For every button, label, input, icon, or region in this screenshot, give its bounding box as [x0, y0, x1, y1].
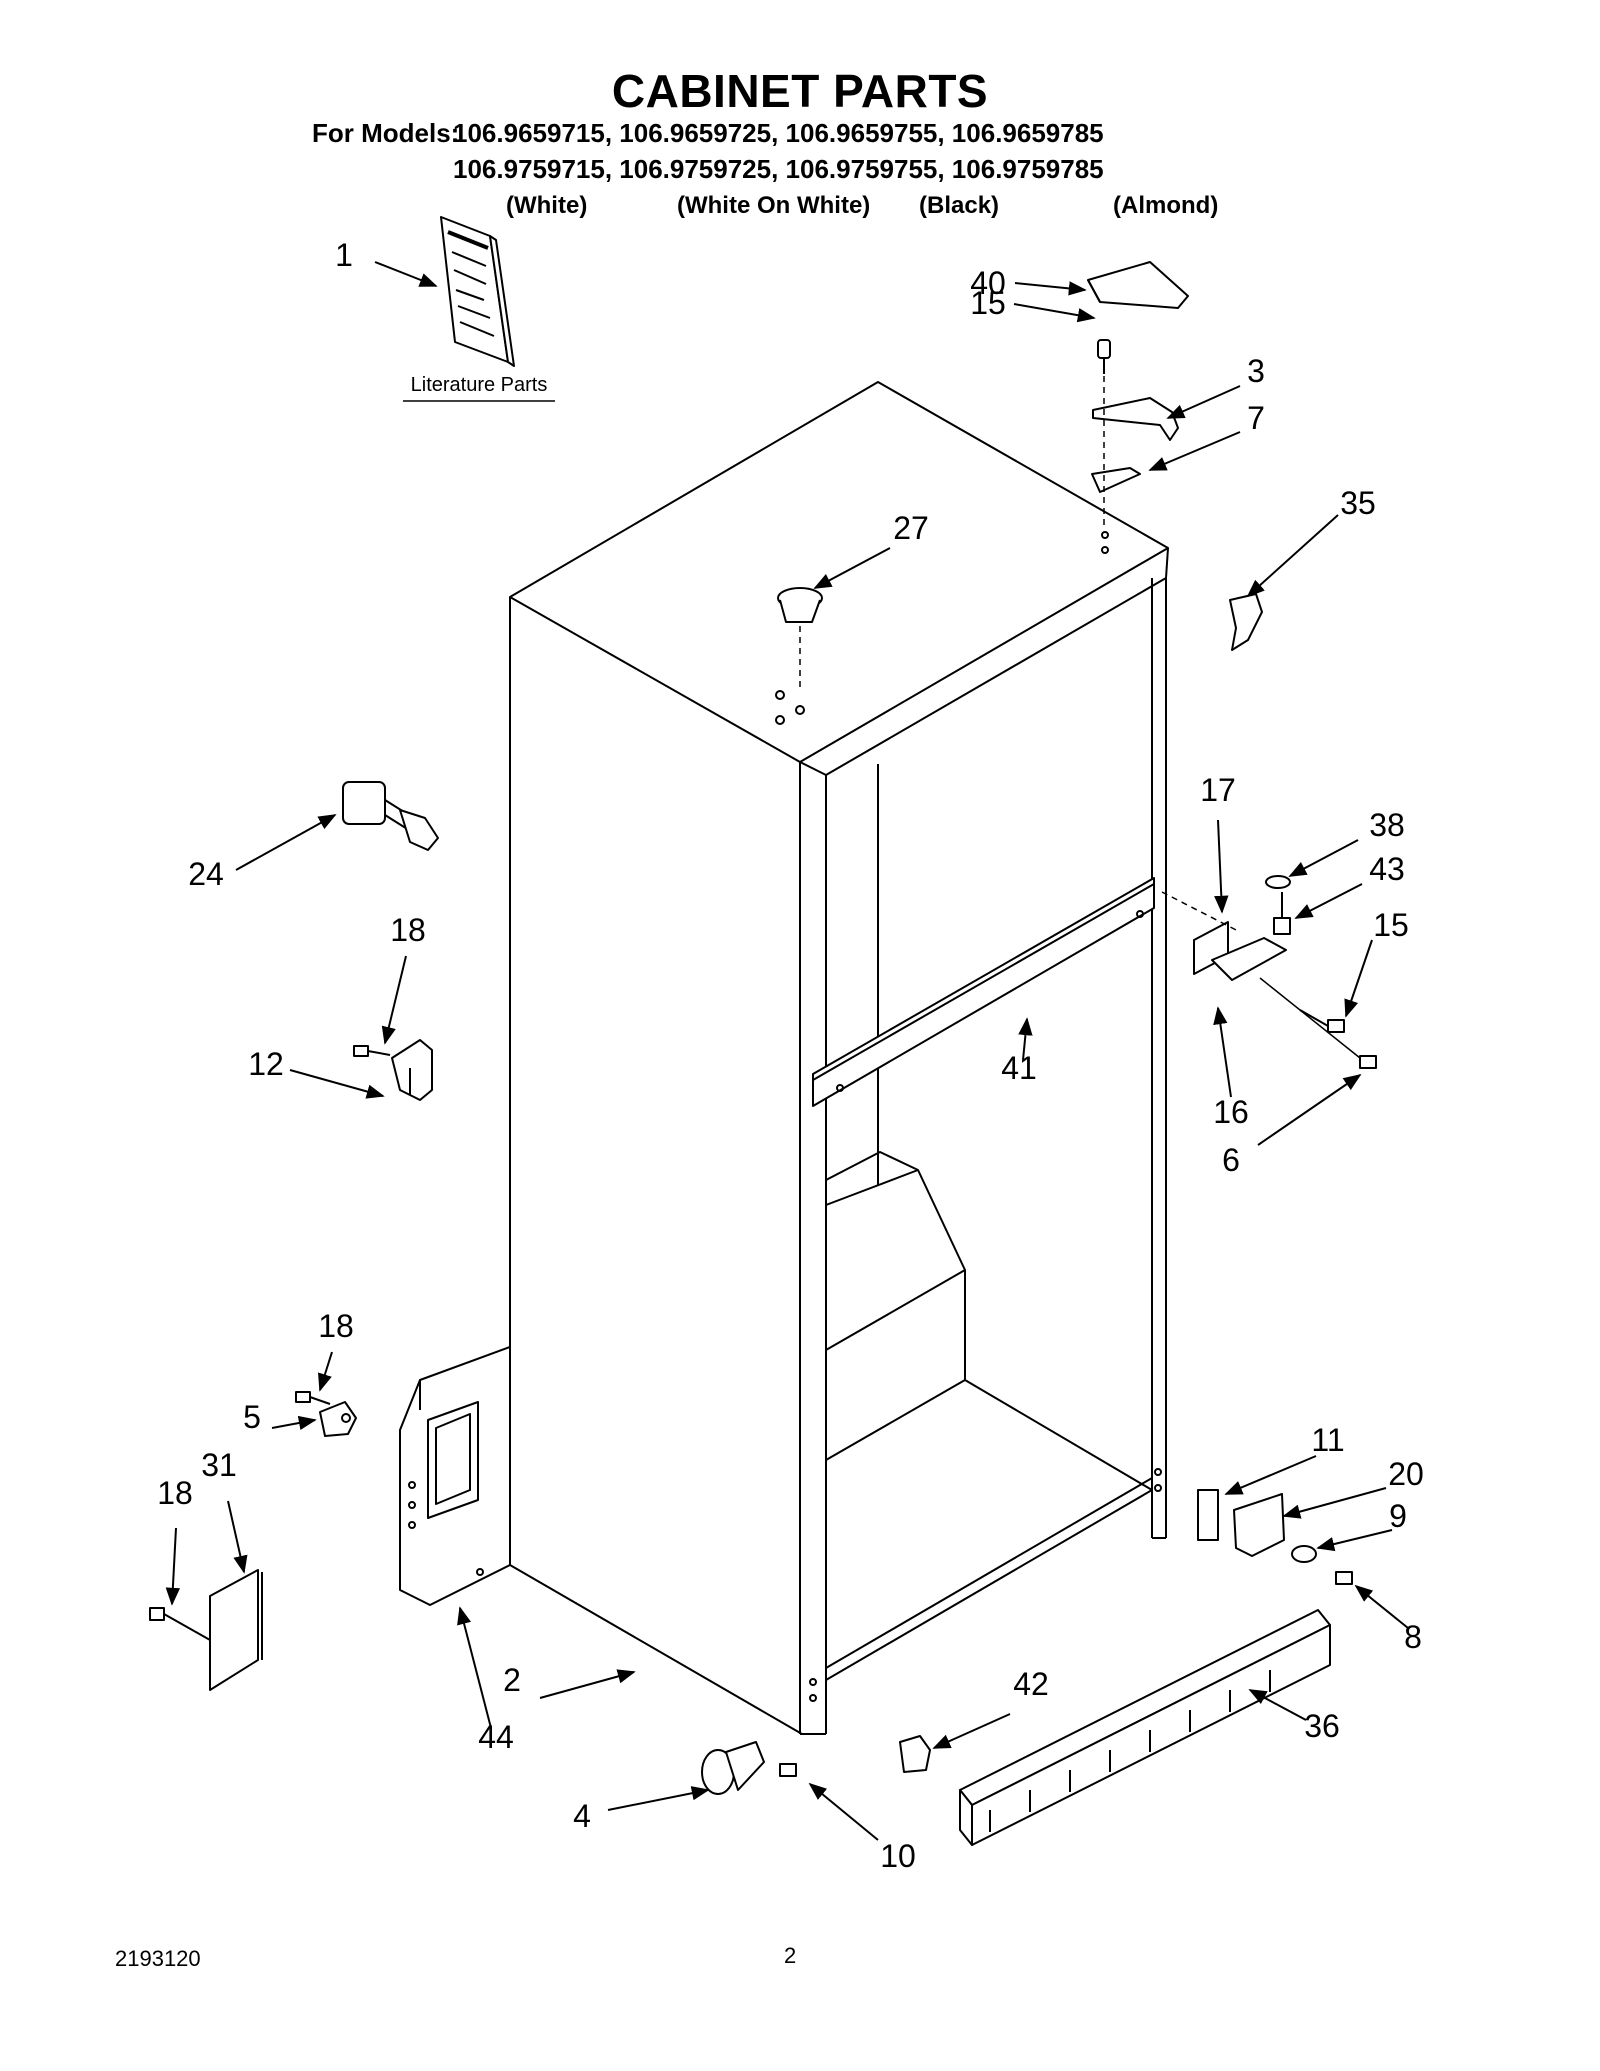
- callout-6: 6: [1222, 1142, 1240, 1178]
- refrigerator-cabinet: [509, 381, 1169, 1735]
- top-hinge-icon: [1091, 339, 1179, 493]
- roller-caster-icon: [701, 1741, 797, 1795]
- callout-18-lower: 18: [157, 1475, 193, 1511]
- callout-27: 27: [893, 510, 929, 546]
- callout-15-mid: 15: [1373, 907, 1409, 943]
- models-label: For Models:: [312, 118, 460, 148]
- finish-black: (Black): [919, 192, 1000, 219]
- callout-20: 20: [1388, 1456, 1424, 1492]
- callout-24: 24: [188, 856, 224, 892]
- callout-18-mid: 18: [318, 1308, 354, 1344]
- cover-panel-31-icon: [149, 1569, 263, 1691]
- callout-41: 41: [1001, 1050, 1037, 1086]
- page-number: 2: [784, 1943, 797, 1968]
- top-trim-cap-icon: [1229, 593, 1263, 651]
- finish-almond: (Almond): [1113, 192, 1219, 219]
- cabinet-plug-icon: [777, 587, 823, 623]
- callout-18-upper: 18: [390, 912, 426, 948]
- callout-3: 3: [1247, 353, 1265, 389]
- callout-7: 7: [1247, 400, 1265, 436]
- center-hinge-icon: [1193, 875, 1377, 1069]
- callout-35: 35: [1340, 485, 1376, 521]
- callout-5: 5: [243, 1399, 261, 1435]
- literature-booklet-icon: [440, 216, 515, 367]
- models-row-1: 106.9659715, 106.9659725, 106.9659755, 1…: [453, 118, 1104, 148]
- callout-leaders: [165, 261, 1409, 1841]
- finish-white: (White): [506, 192, 588, 219]
- hinge-cover-icon: [1087, 261, 1189, 309]
- leveling-leg-icon: [342, 781, 439, 851]
- callout-43: 43: [1369, 851, 1405, 887]
- callout-38: 38: [1369, 807, 1405, 843]
- callout-15-top: 15: [970, 285, 1006, 321]
- callout-12: 12: [248, 1046, 284, 1082]
- base-grille-icon: [959, 1609, 1331, 1846]
- callout-40: 40: [970, 265, 1006, 301]
- bottom-hinge-icon: [1197, 1489, 1353, 1585]
- callout-11: 11: [1311, 1422, 1345, 1458]
- rear-access-panel: [399, 1346, 511, 1606]
- callout-17: 17: [1200, 772, 1236, 808]
- clamp-5-icon: [295, 1391, 357, 1437]
- page-title: CABINET PARTS: [611, 65, 989, 117]
- callout-42: 42: [1013, 1666, 1049, 1702]
- callout-10: 10: [880, 1838, 916, 1874]
- callout-9: 9: [1389, 1498, 1407, 1534]
- callout-8: 8: [1404, 1619, 1422, 1655]
- callout-31: 31: [201, 1447, 237, 1483]
- models-row-2: 106.9759715, 106.9759725, 106.9759755, 1…: [453, 154, 1104, 184]
- callout-1: 1: [335, 237, 353, 273]
- literature-parts-label: Literature Parts: [410, 374, 548, 396]
- callout-2: 2: [503, 1662, 521, 1698]
- bracket-12-icon: [353, 1039, 433, 1101]
- grille-clip-icon: [899, 1735, 931, 1773]
- callout-4: 4: [573, 1798, 591, 1834]
- callout-44: 44: [478, 1719, 514, 1755]
- document-number: 2193120: [115, 1946, 201, 1971]
- callout-36: 36: [1304, 1708, 1340, 1744]
- callout-16: 16: [1213, 1094, 1249, 1130]
- finish-white-on-white: (White On White): [677, 192, 871, 219]
